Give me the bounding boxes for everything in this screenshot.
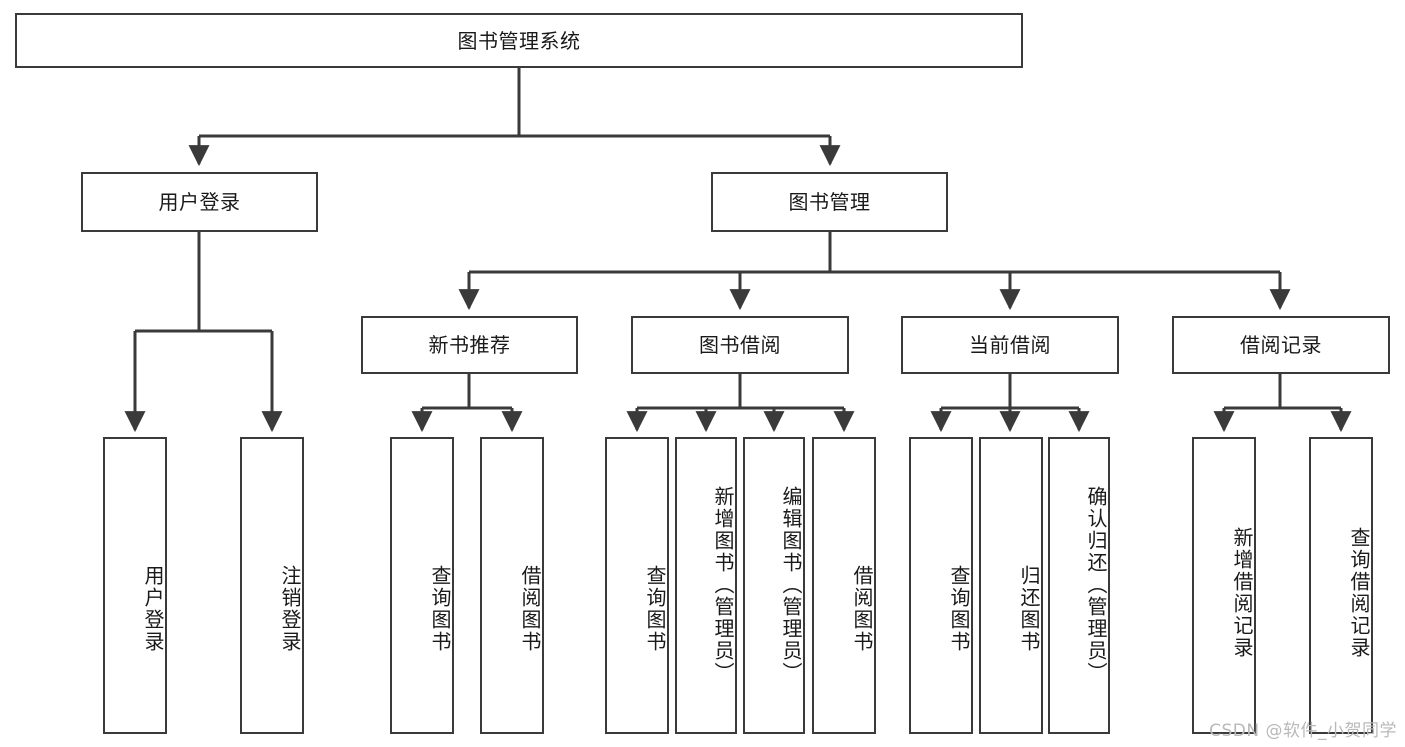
leaf-newbook-borrow-book-label: 借阅图书 [518, 565, 542, 653]
csdn-watermark: CSDN @软件_小贺同学 [1209, 721, 1397, 741]
node-root-system[interactable]: 图书管理系统 [15, 13, 1023, 68]
node-borrow-record[interactable]: 借阅记录 [1172, 316, 1390, 374]
node-current-borrow-label: 当前借阅 [969, 333, 1051, 357]
node-user-login-label: 用户登录 [158, 190, 241, 214]
leaf-bookborrow-borrow-book[interactable]: 借阅图书 [812, 437, 876, 734]
leaf-currentborrow-query-book[interactable]: 查询图书 [909, 437, 973, 734]
node-root-system-label: 图书管理系统 [457, 28, 581, 53]
leaf-bookborrow-add-book-label: 新增图书（管理员） [711, 485, 735, 684]
node-user-login[interactable]: 用户登录 [81, 172, 318, 232]
node-new-book-recommend[interactable]: 新书推荐 [361, 316, 578, 374]
node-book-management-label: 图书管理 [788, 190, 871, 214]
leaf-borrowrecord-add-record[interactable]: 新增借阅记录 [1192, 437, 1256, 734]
leaf-bookborrow-query-book[interactable]: 查询图书 [605, 437, 669, 734]
node-current-borrow[interactable]: 当前借阅 [901, 316, 1119, 374]
leaf-currentborrow-query-book-label: 查询图书 [947, 565, 971, 653]
leaf-bookborrow-query-book-label: 查询图书 [643, 565, 667, 653]
node-borrow-record-label: 借阅记录 [1240, 333, 1322, 357]
leaf-bookborrow-edit-book[interactable]: 编辑图书（管理员） [743, 437, 805, 734]
leaf-newbook-query-book-label: 查询图书 [428, 565, 452, 653]
leaf-newbook-query-book[interactable]: 查询图书 [390, 437, 454, 734]
node-book-borrow[interactable]: 图书借阅 [631, 316, 849, 374]
leaf-borrowrecord-add-record-label: 新增借阅记录 [1230, 526, 1254, 659]
leaf-user-login-signin[interactable]: 用户登录 [103, 437, 167, 734]
leaf-newbook-borrow-book[interactable]: 借阅图书 [480, 437, 544, 734]
leaf-user-login-signout[interactable]: 注销登录 [240, 437, 304, 734]
node-new-book-recommend-label: 新书推荐 [428, 333, 511, 357]
leaf-borrowrecord-query-record[interactable]: 查询借阅记录 [1309, 437, 1373, 734]
leaf-currentborrow-return-book-label: 归还图书 [1017, 565, 1041, 653]
leaf-user-login-signout-label: 注销登录 [278, 565, 302, 653]
leaf-user-login-signin-label: 用户登录 [141, 565, 165, 653]
leaf-currentborrow-confirm-return-label: 确认归还（管理员） [1084, 485, 1108, 684]
leaf-borrowrecord-query-record-label: 查询借阅记录 [1347, 526, 1371, 659]
leaf-currentborrow-return-book[interactable]: 归还图书 [979, 437, 1043, 734]
leaf-currentborrow-confirm-return[interactable]: 确认归还（管理员） [1048, 437, 1110, 734]
node-book-borrow-label: 图书借阅 [699, 333, 781, 357]
leaf-bookborrow-edit-book-label: 编辑图书（管理员） [779, 485, 803, 684]
leaf-bookborrow-borrow-book-label: 借阅图书 [850, 565, 874, 653]
node-book-management[interactable]: 图书管理 [711, 172, 948, 232]
leaf-bookborrow-add-book[interactable]: 新增图书（管理员） [675, 437, 737, 734]
